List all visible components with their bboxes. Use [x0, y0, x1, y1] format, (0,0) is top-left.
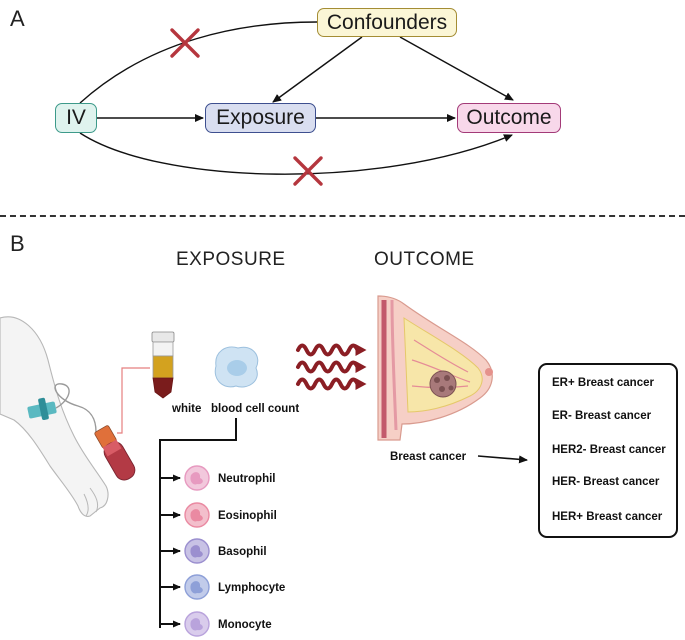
breast-illustration: [377, 295, 493, 441]
panel-b-label: B: [10, 231, 25, 256]
subtype-item: ER- Breast cancer: [552, 410, 652, 422]
exposure-node: Exposure: [205, 103, 316, 133]
wavy-arrow: [296, 360, 360, 374]
basophil-cell-icon: [184, 538, 210, 564]
edge-iv-to-outcome: [79, 132, 513, 175]
cross-icon: [293, 156, 323, 186]
white-blood-cell-icon: [214, 346, 259, 388]
wavy-arrow: [296, 377, 360, 391]
section-divider: [0, 215, 685, 217]
arrow-to-subtypes: [477, 455, 528, 464]
wavy-arrow-head: [355, 361, 367, 373]
outcome-heading: OUTCOME: [374, 249, 475, 270]
connector-line: [117, 367, 150, 434]
cross-icon: [170, 28, 200, 58]
cell-type-label-neutrophil: Neutrophil: [218, 473, 276, 485]
edge-confounders-to-outcome: [399, 36, 514, 101]
blood-sample-tube-icon: [151, 331, 175, 399]
iv-node: IV: [55, 103, 97, 133]
panel-a-label: A: [10, 6, 25, 31]
wavy-arrow-head: [355, 378, 367, 390]
wavy-arrow-head: [355, 344, 367, 356]
cell-type-label-lymphocyte: Lymphocyte: [218, 582, 286, 594]
subtype-box: ER+ Breast cancer ER- Breast cancer HER2…: [538, 363, 678, 538]
cell-type-branch: [159, 418, 237, 628]
cell-type-label-basophil: Basophil: [218, 546, 267, 558]
subtype-item: ER+ Breast cancer: [552, 377, 654, 389]
neutrophil-cell-icon: [184, 465, 210, 491]
edge-iv-to-confounders: [79, 21, 318, 104]
wavy-arrow: [296, 343, 360, 357]
outcome-node: Outcome: [457, 103, 561, 133]
lymphocyte-cell-icon: [184, 574, 210, 600]
eosinophil-cell-icon: [184, 502, 210, 528]
blood-cell-count-label: blood cell count: [211, 403, 300, 415]
subtype-item: HER2- Breast cancer: [552, 444, 666, 456]
confounders-node: Confounders: [317, 8, 457, 37]
cell-type-label-eosinophil: Eosinophil: [218, 510, 277, 522]
edge-confounders-to-exposure: [272, 36, 363, 103]
monocyte-cell-icon: [184, 611, 210, 637]
white-label: white: [172, 403, 202, 415]
cell-type-label-monocyte: Monocyte: [218, 619, 272, 631]
subtype-item: HER+ Breast cancer: [552, 511, 663, 523]
exposure-heading: EXPOSURE: [176, 249, 286, 270]
arm-illustration: [0, 316, 136, 517]
breast-cancer-label: Breast cancer: [390, 451, 467, 463]
subtype-item: HER- Breast cancer: [552, 476, 660, 488]
